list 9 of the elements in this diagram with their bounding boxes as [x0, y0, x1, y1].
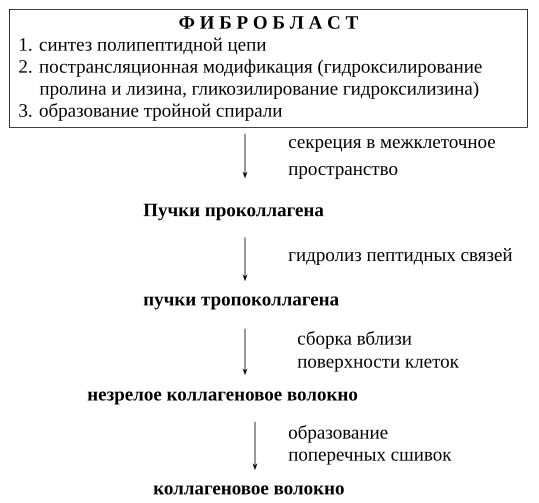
- edge-label: сборка вблизи поверхности клеток: [298, 331, 459, 372]
- stage-label: незрелое коллагеновое волокно: [88, 392, 358, 404]
- stage-label: коллагеновое волокно: [154, 485, 344, 495]
- edge-label: гидролиз пептидных связей: [288, 248, 512, 266]
- process-box: Ф И Б Р О Б Л А С Т 1. синтез полипептидной цепи 2. пострансляционная модификация (гидроксилирование пролина и лизина, гликозилирование гидроксилизина) 3. образование тройной спирали: [9, 9, 528, 128]
- edge-label: секреция в межклеточное пространство: [288, 139, 496, 179]
- stage-label: Пучки проколлагена: [144, 204, 324, 220]
- edge-label: образование поперечных сшивок: [288, 425, 452, 465]
- stage-label: пучки тропоколлагена: [144, 296, 339, 310]
